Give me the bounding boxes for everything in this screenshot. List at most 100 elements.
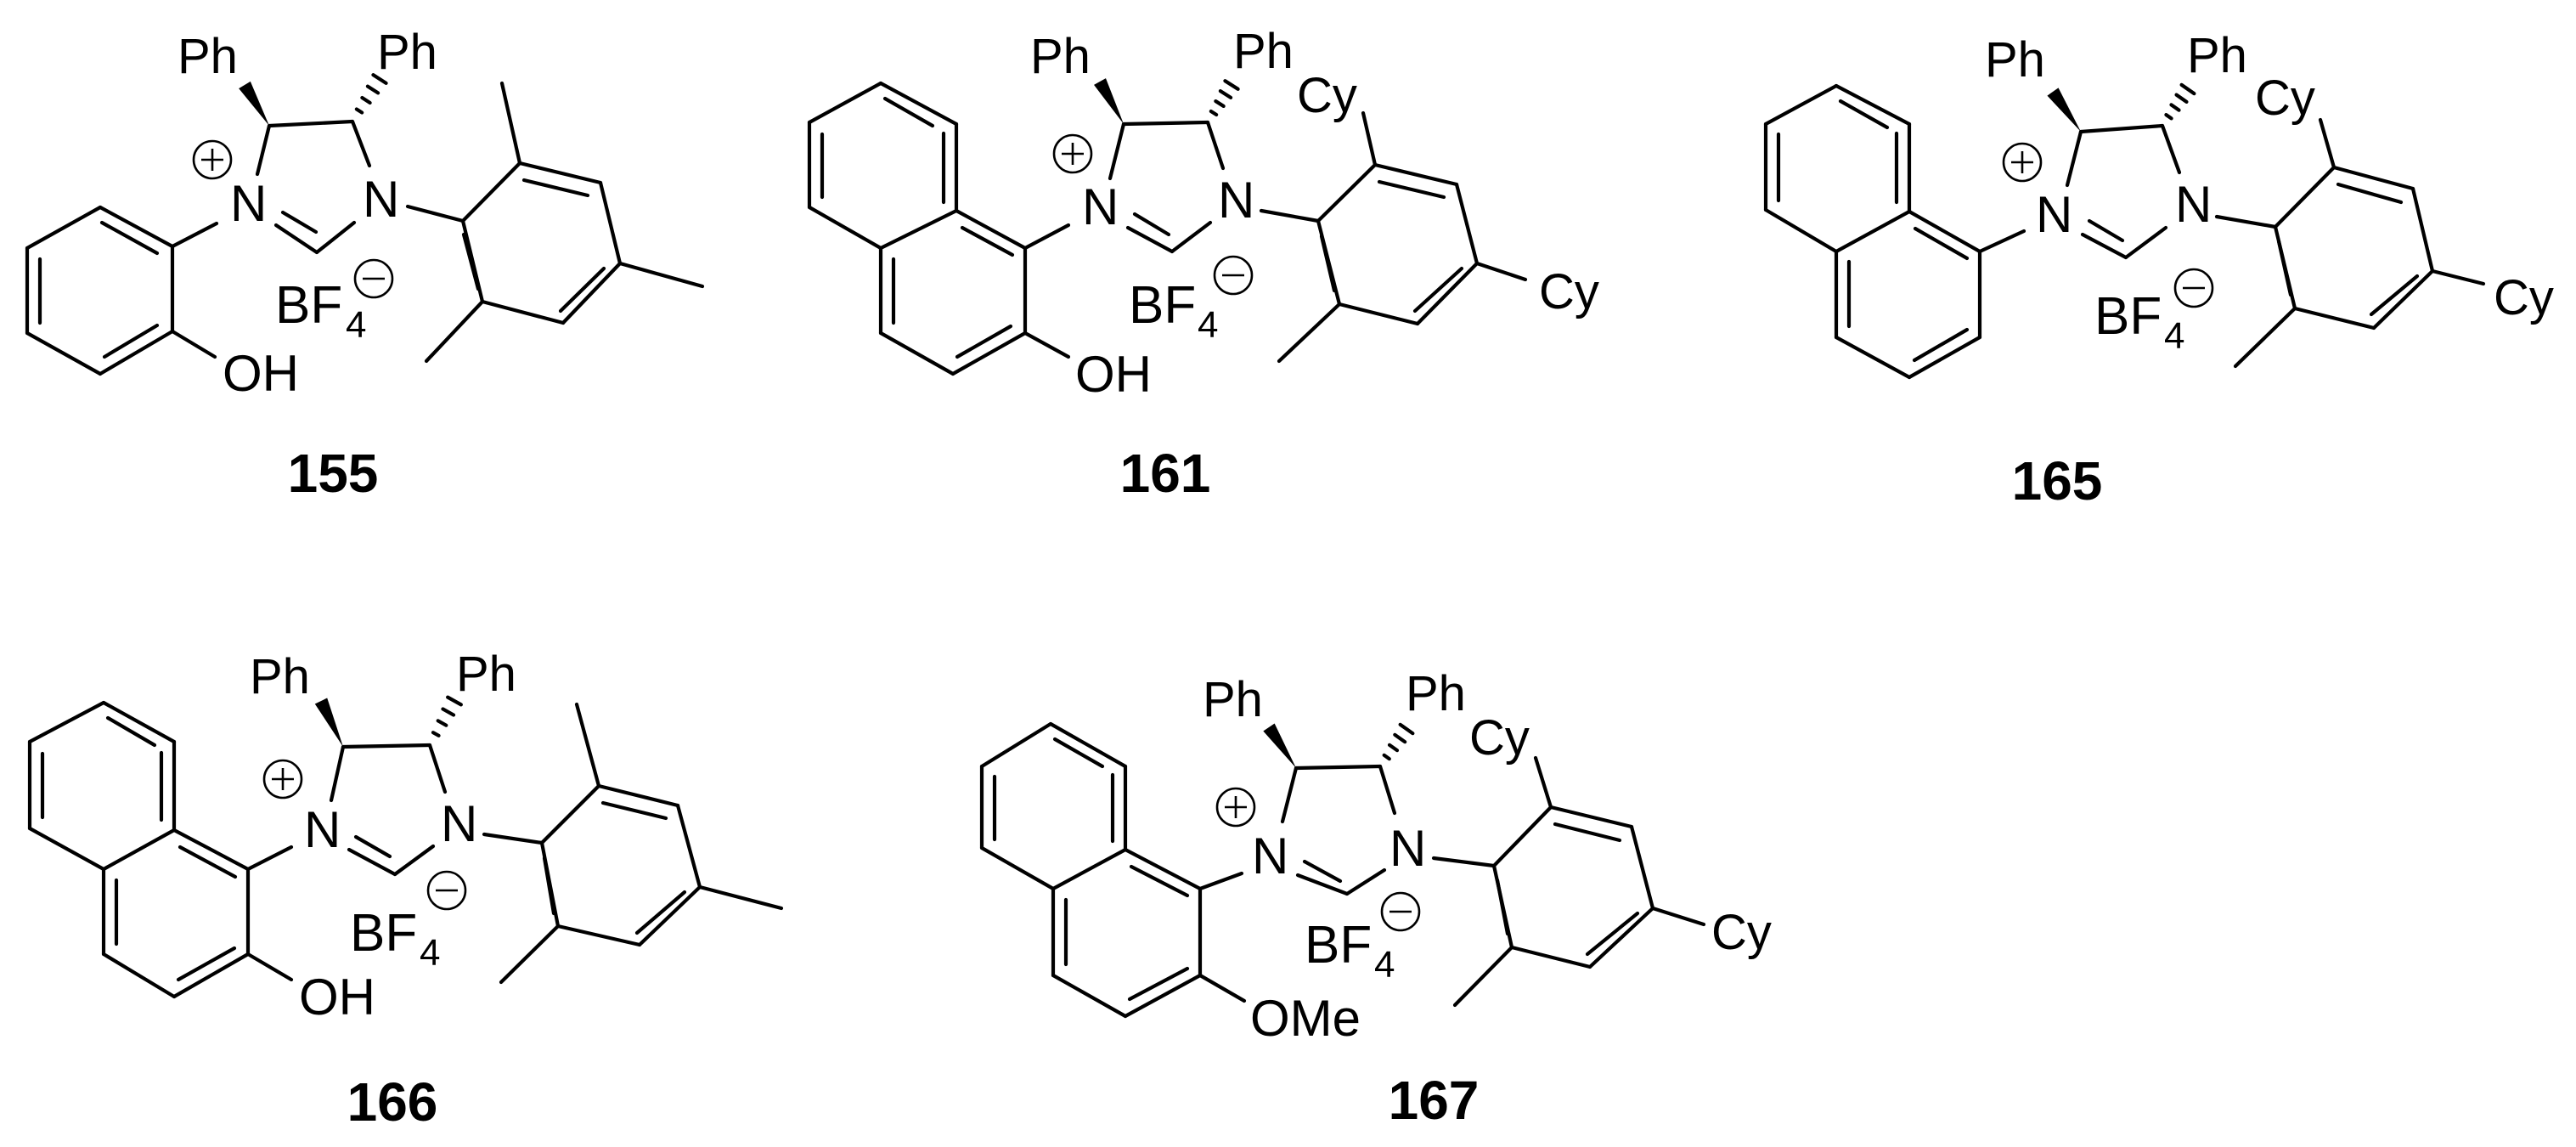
wedge-bond xyxy=(239,81,269,126)
atom-label: N xyxy=(2175,176,2212,233)
atom-label: OH xyxy=(299,969,375,1026)
hash-bond-segment xyxy=(1398,722,1415,736)
single-bond xyxy=(482,832,544,845)
hash-bond-segment xyxy=(354,107,364,115)
atom-label: Cy xyxy=(2494,270,2554,325)
single-bond xyxy=(27,700,106,744)
single-bond xyxy=(2292,306,2376,331)
single-bond xyxy=(539,783,601,845)
atom-label: OMe xyxy=(1250,990,1361,1047)
atom-label: N xyxy=(1252,828,1288,884)
single-bond xyxy=(1205,120,1226,171)
atom-label: Ph xyxy=(250,649,310,704)
double-bond-inner-line xyxy=(558,266,606,314)
single-bond xyxy=(1170,220,1213,254)
hash-bond-segment xyxy=(1218,89,1233,99)
single-bond xyxy=(1587,906,1655,969)
single-bond xyxy=(1373,162,1459,187)
negative-charge-icon xyxy=(2173,268,2214,308)
single-bond xyxy=(807,205,883,251)
single-bond xyxy=(1907,209,1982,254)
hash-bond-segment xyxy=(1223,79,1240,91)
atom-label: BF xyxy=(1129,276,1196,335)
atom-label: N xyxy=(441,795,477,852)
single-bond xyxy=(347,847,397,877)
single-bond xyxy=(1337,302,1420,326)
atom-label: OH xyxy=(223,345,299,402)
single-bond xyxy=(1123,847,1203,891)
single-bond xyxy=(2318,117,2336,170)
atom-label: Cy xyxy=(1711,905,1772,960)
single-bond xyxy=(101,700,177,744)
positive-charge-icon xyxy=(1052,133,1093,174)
single-bond xyxy=(1491,805,1553,868)
hash-bond-segment xyxy=(360,95,372,105)
single-bond xyxy=(1280,766,1299,824)
single-bond xyxy=(2331,165,2415,191)
single-bond xyxy=(2080,232,2128,260)
single-bond xyxy=(2410,186,2435,274)
single-bond xyxy=(25,331,103,376)
hash-bond-segment xyxy=(365,84,380,95)
single-bond xyxy=(1316,162,1378,223)
compound-number-label: 166 xyxy=(347,1071,438,1133)
single-bond xyxy=(1198,973,1247,1003)
single-bond xyxy=(101,828,177,872)
single-bond xyxy=(1361,110,1378,167)
wedge-bond xyxy=(1263,723,1296,768)
double-bond-inner-line xyxy=(1912,327,1970,363)
single-bond xyxy=(1294,764,1383,771)
atom-label: Cy xyxy=(1469,710,1530,766)
atom-label: Ph xyxy=(2187,28,2247,83)
double-bond-inner-line xyxy=(542,856,556,916)
single-bond xyxy=(979,721,1053,769)
double-bond-inner-line xyxy=(1412,266,1464,314)
double-bond-inner-line xyxy=(600,800,668,821)
double-bond-inner-line xyxy=(176,946,237,982)
single-bond xyxy=(341,743,432,749)
atom-label: Ph xyxy=(1406,666,1466,721)
single-bond xyxy=(1763,207,1839,254)
double-bond-inner-line xyxy=(1127,966,1190,1002)
single-bond xyxy=(101,952,177,999)
hash-bond-segment xyxy=(371,73,388,85)
single-bond xyxy=(2430,268,2486,286)
single-bond xyxy=(878,208,959,251)
single-bond xyxy=(1977,229,2026,254)
atom-label: 4 xyxy=(1198,304,1218,346)
double-bond-inner-line xyxy=(353,834,392,859)
double-bond-inner-line xyxy=(1838,99,1890,130)
double-bond-inner-line xyxy=(1132,212,1171,237)
wedge-bond xyxy=(314,698,343,747)
single-bond xyxy=(1344,867,1387,896)
single-bond xyxy=(1834,83,1912,127)
atom-label: Cy xyxy=(2255,71,2315,126)
single-bond xyxy=(1454,182,1480,266)
single-bond xyxy=(1051,973,1128,1019)
hash-bond-segment xyxy=(2174,93,2189,104)
single-bond xyxy=(1834,209,1912,254)
atom-label: BF xyxy=(2094,287,2162,346)
atom-label: N xyxy=(1082,178,1119,235)
single-bond xyxy=(25,205,103,251)
single-bond xyxy=(555,924,642,947)
hash-bond-segment xyxy=(1387,743,1400,753)
atom-label: N xyxy=(230,175,267,232)
atom-label: N xyxy=(304,801,341,858)
single-bond xyxy=(1023,331,1071,359)
single-bond xyxy=(172,952,251,999)
single-bond xyxy=(1763,83,1839,127)
single-bond xyxy=(878,81,959,127)
hash-bond-segment xyxy=(2179,82,2196,96)
atom-label: BF xyxy=(275,276,342,335)
single-bond xyxy=(1548,805,1634,829)
single-bond xyxy=(1295,873,1350,896)
single-bond xyxy=(1023,223,1071,251)
atom-label: Ph xyxy=(456,647,516,702)
single-bond xyxy=(2371,268,2435,331)
hash-bond-segment xyxy=(1382,753,1391,761)
hash-bond-segment xyxy=(431,731,441,737)
single-bond xyxy=(596,783,680,808)
